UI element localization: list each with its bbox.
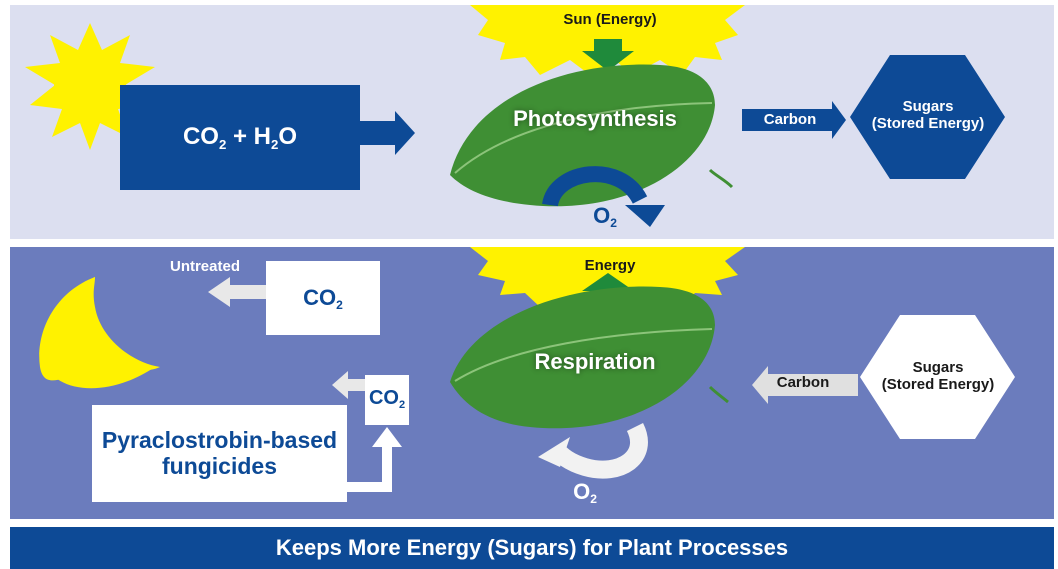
leaf-icon (450, 64, 734, 207)
oxygen-label-bottom: O2 (573, 479, 597, 507)
fungicide-box (92, 405, 347, 502)
sugars-label-line2: (Stored Energy) (871, 115, 985, 133)
photosynthesis-graphics (25, 5, 1005, 227)
fungicide-label-line1: Pyraclostrobin-based (101, 427, 338, 453)
reactants-label: CO2 + H2O (182, 123, 298, 152)
untreated-label: Untreated (169, 258, 240, 275)
respiration-graphics (39, 247, 1015, 502)
carbon-label: Carbon (763, 111, 817, 128)
footer-text: Keeps More Energy (Sugars) for Plant Pro… (275, 535, 789, 560)
footer-banner: Keeps More Energy (Sugars) for Plant Pro… (10, 527, 1054, 569)
sugars-label-bottom-line2: (Stored Energy) (881, 376, 995, 394)
reactants-arrow (360, 111, 415, 155)
fungicide-arrow (347, 427, 402, 492)
untreated-co2-label: CO2 (303, 285, 343, 313)
untreated-arrow (208, 277, 266, 307)
fungicide-label: Pyraclostrobin-based fungicides (92, 427, 347, 480)
respiration-panel: Energy Untreated CO2 CO2 Pyraclostrobin-… (10, 247, 1054, 519)
carbon-arrow (742, 101, 846, 139)
energy-down-arrow (582, 39, 634, 71)
sun-energy-label: Sun (Energy) (563, 11, 657, 28)
sugars-hexagon-bottom (860, 315, 1015, 439)
sugars-hexagon (850, 55, 1005, 179)
respiration-label: Respiration (534, 349, 656, 374)
energy-label: Energy (584, 257, 636, 274)
sugars-label-bottom-line1: Sugars (912, 359, 964, 376)
sugars-label-bottom: Sugars (Stored Energy) (875, 359, 1001, 394)
carbon-label-bottom: Carbon (776, 374, 830, 391)
sugars-label-line1: Sugars (902, 98, 954, 115)
treated-arrow (332, 371, 365, 399)
leaf-icon-bottom (450, 286, 729, 429)
oxygen-label: O2 (593, 203, 617, 231)
treated-co2-label: CO2 (368, 387, 406, 411)
sugars-label: Sugars (Stored Energy) (865, 98, 991, 133)
reactants-box (120, 85, 360, 190)
sun-icon (25, 23, 155, 150)
oxygen-arrowhead (625, 205, 665, 227)
carbon-arrow-bottom (752, 366, 858, 404)
oxygen-arrowhead-bottom (538, 437, 570, 467)
photosynthesis-label: Photosynthesis (513, 106, 677, 131)
untreated-co2-box (266, 261, 380, 335)
treated-co2-box (365, 375, 409, 425)
oxygen-out-arrow (542, 166, 648, 208)
fungicide-label-line2: fungicides (161, 453, 277, 480)
photosynthesis-panel: Sun (Energy) CO2 + H2O Photosynthesis Ca… (10, 5, 1054, 239)
oxygen-out-arrow-bottom (547, 422, 648, 479)
